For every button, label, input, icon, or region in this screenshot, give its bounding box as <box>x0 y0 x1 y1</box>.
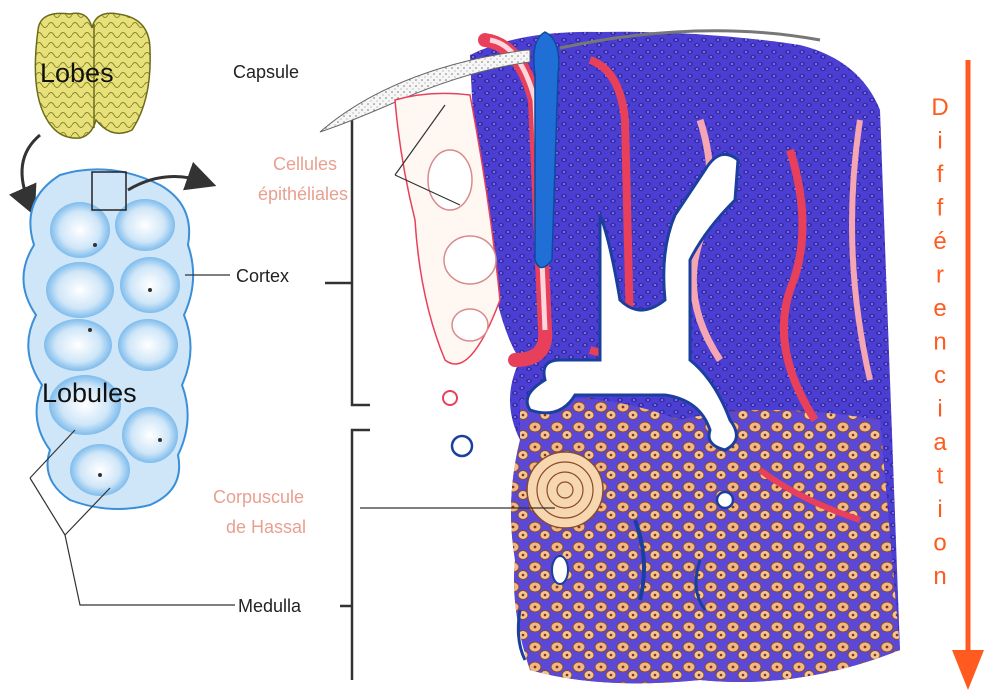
differenciation-letter: e <box>933 295 946 322</box>
differenciation-letter: f <box>937 195 944 222</box>
cellules-label-line1: Cellules <box>273 154 337 174</box>
differenciation-letter: D <box>931 94 948 121</box>
magnified-section <box>320 31 900 684</box>
cellules-label-line2: épithéliales <box>258 184 348 204</box>
differenciation-letter: n <box>933 563 946 590</box>
differenciation-letter: i <box>937 396 942 423</box>
capsule-label: Capsule <box>233 62 299 82</box>
differenciation-letter: i <box>937 128 942 155</box>
differenciation-letter: é <box>933 228 946 255</box>
lobes-label: Lobes <box>40 58 114 88</box>
lobules-label: Lobules <box>42 378 137 408</box>
differenciation-arrow <box>952 60 984 690</box>
differenciation-letter: f <box>937 161 944 188</box>
differenciation-letter: n <box>933 329 946 356</box>
cortex-label: Cortex <box>236 266 289 286</box>
corpuscule-label-line1: Corpuscule <box>213 487 304 507</box>
medulla-label: Medulla <box>238 596 302 616</box>
corpuscule-label-line2: de Hassal <box>226 517 306 537</box>
differenciation-letter: a <box>933 429 947 456</box>
differenciation-letter: t <box>937 463 944 490</box>
differenciation-letter: c <box>934 362 946 389</box>
differenciation-letter: i <box>937 496 942 523</box>
arrow-lobes-to-lobules <box>22 135 40 205</box>
differenciation-letter: r <box>936 262 944 289</box>
differenciation-letter: o <box>933 530 946 557</box>
